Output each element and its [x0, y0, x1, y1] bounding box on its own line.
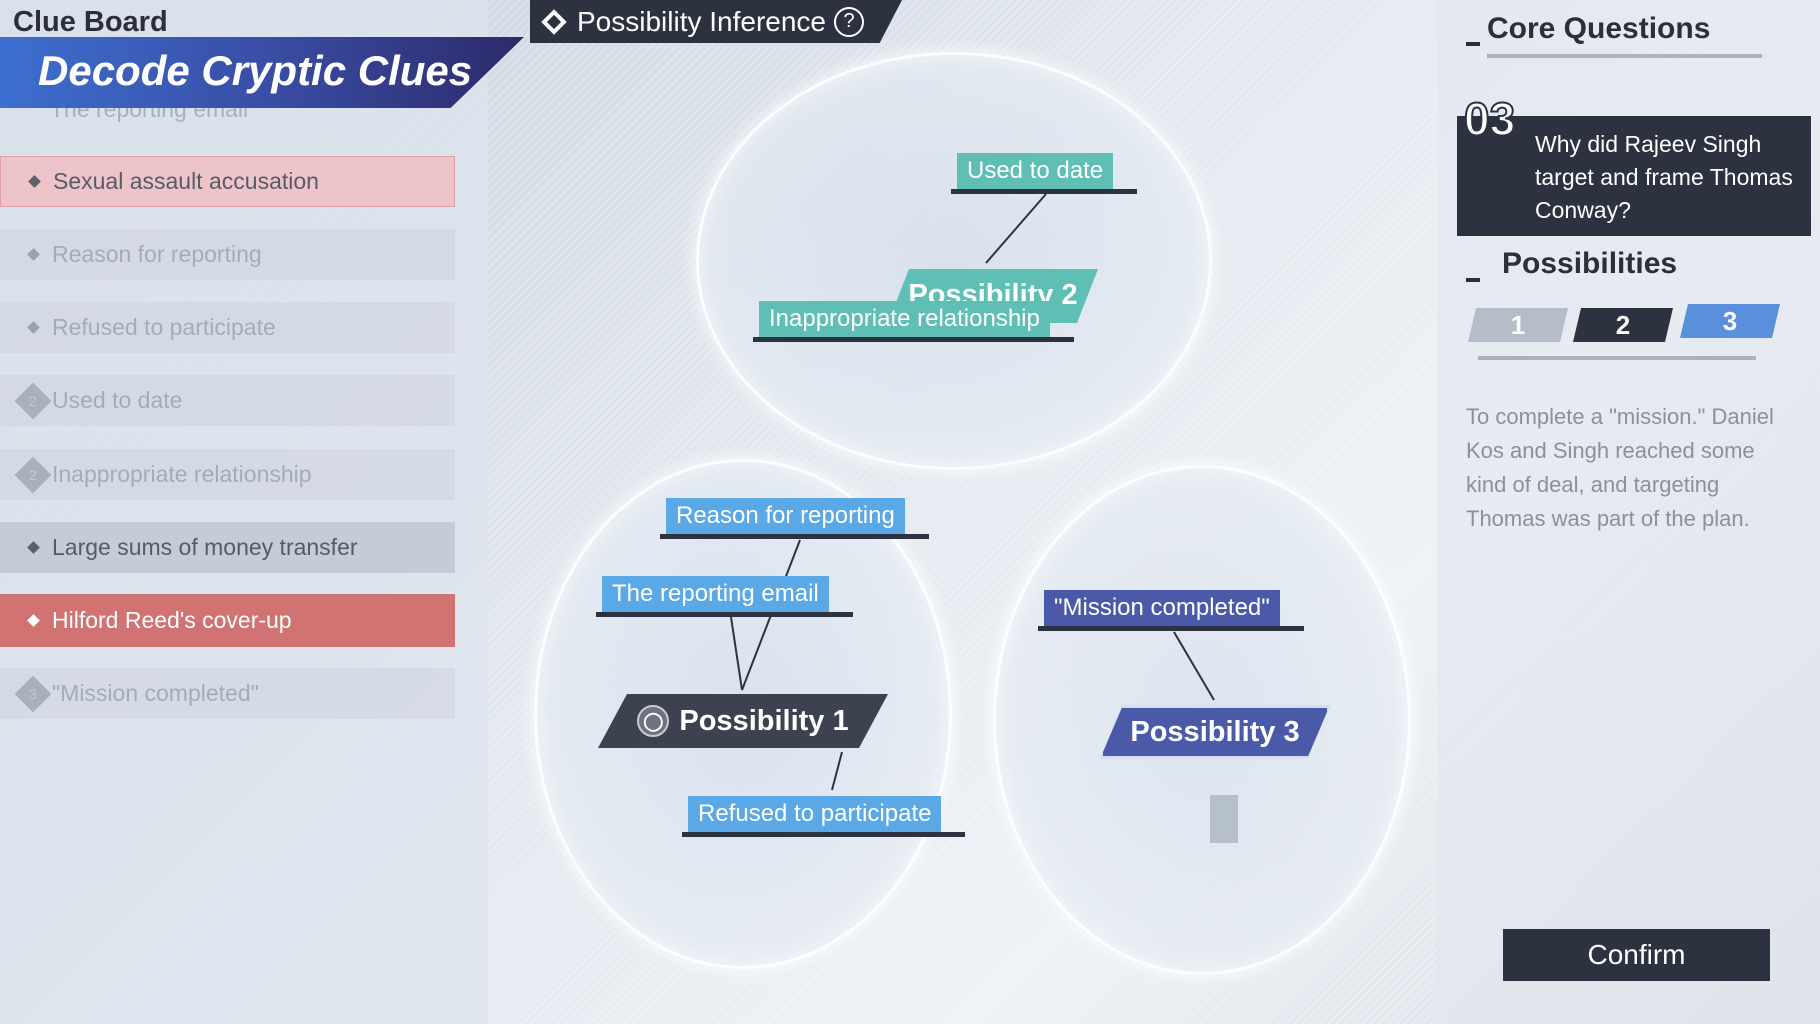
possibility-description: To complete a "mission." Daniel Kos and …	[1466, 404, 1774, 531]
clue-label: Reason for reporting	[52, 241, 262, 267]
clue-item[interactable]: Large sums of money transfer	[0, 522, 455, 573]
clue-board-title: Clue Board	[13, 6, 168, 38]
connector-line	[730, 616, 743, 691]
node-label: Possibility 3	[1130, 715, 1300, 748]
clue-board-panel: Clue Board The reporting email Sexual as…	[0, 0, 524, 1024]
possibility-tab-3[interactable]: 3	[1680, 304, 1780, 338]
question-text: Why did Rajeev Singh target and frame Th…	[1535, 131, 1793, 223]
possibility-tab-2[interactable]: 2	[1573, 308, 1673, 342]
divider	[1478, 356, 1756, 360]
clue-label: Used to date	[52, 387, 183, 413]
node-refused-to-participate[interactable]: Refused to participate	[681, 796, 967, 837]
divider	[1487, 54, 1762, 58]
clue-item[interactable]: Refused to participate	[0, 302, 455, 353]
clue-label: Sexual assault accusation	[53, 168, 319, 194]
dash	[1466, 278, 1480, 282]
clue-label: Inappropriate relationship	[52, 461, 312, 487]
question-box: Why did Rajeev Singh target and frame Th…	[1457, 116, 1811, 236]
node-reporting-email[interactable]: The reporting email	[596, 576, 853, 617]
possibility-1-node[interactable]: ◯ Possibility 1	[598, 694, 888, 748]
possibility-tab-1[interactable]: 1	[1468, 308, 1568, 342]
lightbulb-icon: ◯	[637, 705, 670, 737]
clue-item[interactable]: Reason for reporting	[0, 229, 455, 280]
help-icon[interactable]: ?	[834, 6, 865, 37]
question-number: 03	[1463, 92, 1516, 146]
possibility-3-node[interactable]: Possibility 3	[1100, 705, 1330, 759]
possibility-2-zone	[696, 52, 1212, 470]
node-label: Possibility 1	[679, 704, 849, 737]
connector-line	[985, 193, 1047, 264]
clue-label: Hilford Reed's cover-up	[52, 607, 292, 633]
clue-item[interactable]: 3"Mission completed"	[0, 668, 455, 719]
decode-banner: Decode Cryptic Clues	[0, 37, 524, 108]
node-reason-for-reporting[interactable]: Reason for reporting	[660, 498, 929, 539]
clue-label: Refused to participate	[52, 314, 276, 340]
node-inappropriate-relationship[interactable]: Inappropriate relationship	[753, 301, 1074, 342]
clue-item[interactable]: Hilford Reed's cover-up	[0, 594, 455, 647]
node-used-to-date[interactable]: Used to date	[950, 153, 1138, 194]
dash	[1466, 42, 1480, 46]
clue-label: Large sums of money transfer	[52, 534, 358, 560]
banner-title: Decode Cryptic Clues	[38, 47, 473, 94]
possibility-inference-header: Possibility Inference ?	[530, 0, 902, 43]
node-mission-completed[interactable]: "Mission completed"	[1038, 590, 1304, 631]
connector-line	[1173, 631, 1215, 701]
core-questions-heading: Core Questions	[1487, 12, 1711, 45]
clue-item[interactable]: Sexual assault accusation	[0, 156, 455, 207]
empty-slot[interactable]	[1210, 795, 1238, 843]
possibilities-heading: Possibilities	[1502, 247, 1678, 280]
connector-line	[831, 751, 843, 791]
clue-label: "Mission completed"	[52, 680, 259, 706]
header-title: Possibility Inference	[577, 5, 827, 37]
confirm-button[interactable]: Confirm	[1503, 929, 1770, 981]
